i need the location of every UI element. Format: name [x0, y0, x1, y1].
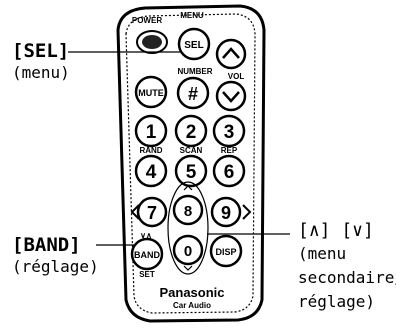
num-button-9[interactable]: 9: [210, 196, 242, 228]
updown-callout-desc-line-1: (menu: [298, 244, 347, 263]
band-button-label: BAND: [134, 250, 160, 260]
left-arrow-icon: [130, 204, 140, 220]
up-arrow-icon: [222, 47, 240, 59]
menu-label: MENU: [180, 11, 204, 20]
updown-callout-desc-line-2: secondaire/: [298, 268, 396, 287]
rep-label: REP: [221, 146, 238, 155]
num-button-3[interactable]: 3: [212, 114, 246, 148]
num-button-7[interactable]: 7: [136, 196, 168, 228]
num-button-0[interactable]: 0: [172, 234, 204, 266]
rand-label: RAND: [139, 146, 162, 155]
model-label: Car Audio: [173, 301, 211, 310]
right-arrow-icon: [242, 204, 252, 220]
num-5-label: 5: [186, 162, 197, 183]
number-button-label: #: [188, 84, 198, 104]
sel-callout-desc: (menu): [12, 63, 70, 82]
updown-callout: [∧] [∨] (menu secondaire/ réglage): [298, 220, 396, 314]
num-1-label: 1: [146, 122, 157, 143]
down-arrow-icon: [222, 91, 240, 103]
num-7-label: 7: [147, 203, 157, 223]
vol-up-button[interactable]: [215, 38, 247, 70]
set-label: SET: [139, 270, 155, 279]
num-6-label: 6: [224, 162, 235, 183]
num-button-4[interactable]: 4: [134, 154, 168, 188]
updown-callout-desc-line-3: réglage): [298, 292, 376, 311]
band-callout: [BAND] (réglage): [12, 234, 99, 278]
num-4-label: 4: [146, 162, 157, 183]
num-button-1[interactable]: 1: [134, 114, 168, 148]
num-button-2[interactable]: 2: [174, 114, 208, 148]
power-button[interactable]: [136, 30, 168, 54]
disp-button-label: DISP: [215, 247, 236, 257]
disp-button[interactable]: DISP: [209, 234, 243, 268]
num-0-label: 0: [184, 243, 192, 260]
number-button[interactable]: #: [176, 76, 210, 110]
mute-button-label: MUTE: [138, 88, 164, 98]
number-label: NUMBER: [177, 67, 212, 76]
scan-label: SCAN: [180, 146, 203, 155]
sel-callout: [SEL] (menu): [12, 40, 70, 84]
sel-button[interactable]: SEL: [177, 27, 211, 61]
num-9-label: 9: [221, 203, 231, 223]
vol-label: VOL: [228, 72, 245, 81]
num-button-5[interactable]: 5: [174, 154, 208, 188]
num-3-label: 3: [224, 122, 235, 143]
up-mark-icon: [183, 185, 193, 191]
band-callout-key: [BAND]: [12, 234, 81, 256]
band-callout-desc: (réglage): [12, 257, 99, 276]
num-button-8[interactable]: 8: [172, 194, 204, 226]
num-2-label: 2: [186, 122, 197, 143]
power-label: POWER: [132, 16, 162, 25]
sel-button-label: SEL: [184, 40, 203, 51]
num-8-label: 8: [184, 203, 192, 220]
num-button-6[interactable]: 6: [212, 154, 246, 188]
mute-button[interactable]: MUTE: [134, 75, 168, 109]
vol-down-button[interactable]: [215, 80, 247, 112]
sel-callout-key: [SEL]: [12, 40, 70, 62]
brand-logo: Panasonic: [159, 285, 224, 300]
updown-callout-key: [∧] [∨]: [298, 220, 374, 241]
band-button[interactable]: BAND: [130, 237, 164, 271]
down-mark-icon: [183, 265, 193, 271]
band-arrows-mark: ∨∧: [140, 231, 152, 240]
up-down-group-outline: [167, 181, 209, 275]
